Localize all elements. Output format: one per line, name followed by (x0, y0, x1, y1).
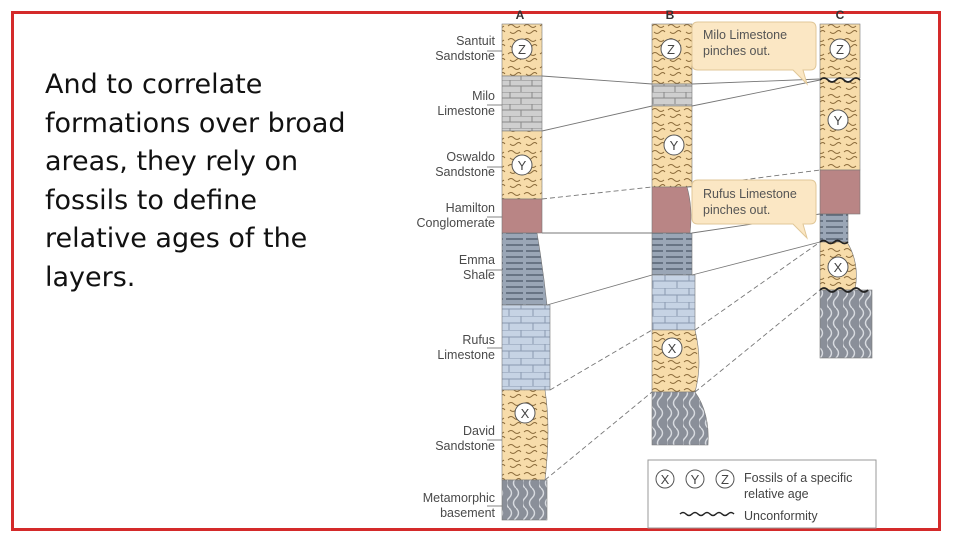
layer-label-oswaldo-line1: Oswaldo (446, 150, 495, 164)
layer-label-emma-line2: Shale (463, 268, 495, 282)
column-c (819, 23, 873, 359)
correlation-line (549, 329, 653, 391)
fossil-marker-y (827, 109, 849, 131)
column-b-metamorphic-basement (651, 391, 709, 446)
column-b-rufus-limestone (651, 274, 696, 331)
fossil-marker-y-label: Y (518, 158, 527, 173)
fossil-marker-z-label: Z (667, 42, 675, 57)
column-c-hamilton-conglomerate (819, 169, 861, 215)
callout-milo-box (691, 21, 817, 86)
layer-label-emma-line1: Emma (459, 253, 495, 267)
legend-fossil-x-label: X (661, 472, 670, 487)
layer-label-santuit-line2: Sandstone (435, 49, 495, 63)
column-a-emma-shale (501, 232, 548, 306)
fossil-marker-x-label: X (521, 406, 530, 421)
legend-fossil-y (685, 469, 705, 489)
column-c-title: C (836, 8, 845, 22)
stratigraphic-correlation-diagram: A B C (416, 8, 877, 529)
column-a (501, 23, 551, 521)
layer-label-oswaldo-line2: Sandstone (435, 165, 495, 179)
correlation-line (546, 274, 653, 306)
layer-label-basement-line2: basement (440, 506, 495, 520)
column-c-unconformity-lower (819, 287, 869, 293)
fossil-marker-x (661, 337, 683, 359)
column-a-metamorphic-basement (501, 479, 548, 521)
legend-unconformity-label: Unconformity (744, 509, 818, 523)
layer-label-david-line1: David (463, 424, 495, 438)
fossil-marker-z (660, 38, 682, 60)
layer-label-hamilton-line1: Hamilton (446, 201, 495, 215)
column-b-milo-limestone (651, 83, 693, 107)
layer-label-santuit-line1: Santuit (456, 34, 495, 48)
fossil-marker-z (829, 38, 851, 60)
fossil-marker-y-label: Y (670, 138, 679, 153)
callout-rufus-box (691, 179, 817, 240)
fossil-marker-x-label: X (668, 341, 677, 356)
legend-fossils-line1: Fossils of a specific (744, 471, 852, 485)
slide-body-text: And to correlate formations over broad a… (45, 69, 346, 293)
slide-frame (11, 11, 941, 531)
fossil-marker-z (511, 38, 533, 60)
legend-fossil-z-label: Z (721, 472, 729, 487)
column-c-unconformity-middle (819, 239, 849, 245)
layer-label-rufus-line1: Rufus (462, 333, 495, 347)
correlation-line (694, 289, 821, 393)
correlation-line (691, 241, 821, 276)
legend-box (647, 459, 877, 529)
layer-label-milo-line2: Limestone (437, 104, 495, 118)
fossil-marker-y (511, 154, 533, 176)
column-b-emma-shale (651, 232, 693, 276)
correlation-line (694, 241, 821, 331)
fossil-marker-x-label: X (834, 260, 843, 275)
layer-label-milo-line1: Milo (472, 89, 495, 103)
fossil-marker-x (827, 256, 849, 278)
callout-rufus-pinch-out: Rufus Limestone pinches out. (691, 179, 817, 240)
layer-label-rufus-line2: Limestone (437, 348, 495, 362)
column-a-milo-limestone (501, 75, 543, 132)
correlation-line (691, 78, 821, 85)
correlation-lines (487, 50, 821, 507)
column-a-title: A (516, 8, 525, 22)
column-b-title: B (666, 8, 675, 22)
legend: X Y Z Fossils of a specific relative age… (647, 459, 877, 529)
callout-rufus-line1: Rufus Limestone (703, 187, 797, 201)
layer-labels: Santuit Sandstone Milo Limestone Oswaldo… (416, 34, 495, 520)
fossil-marker-z-label: Z (518, 42, 526, 57)
layer-label-basement-line1: Metamorphic (423, 491, 495, 505)
fossil-marker-y-label: Y (834, 113, 843, 128)
fossil-marker-z-label: Z (836, 42, 844, 57)
column-a-rufus-limestone (501, 304, 551, 391)
column-b (651, 23, 709, 446)
legend-fossil-y-label: Y (691, 472, 700, 487)
callout-milo-line2: pinches out. (703, 44, 770, 58)
correlation-line (541, 105, 653, 132)
column-b-hamilton-conglomerate (651, 186, 692, 234)
legend-fossils-line2: relative age (744, 487, 809, 501)
legend-unconformity-symbol (679, 511, 735, 517)
legend-fossil-x (655, 469, 675, 489)
layer-label-david-line2: Sandstone (435, 439, 495, 453)
correlation-line (541, 186, 653, 200)
correlation-line (544, 391, 653, 481)
callout-milo-pinch-out: Milo Limestone pinches out. (691, 21, 817, 86)
fossil-marker-x (514, 402, 536, 424)
fossil-marker-y (663, 134, 685, 156)
column-a-hamilton-conglomerate (501, 198, 543, 234)
correlation-line (691, 79, 821, 107)
fossil-markers: Z Y X Z Y X Z Y X (511, 38, 851, 424)
callout-milo-line1: Milo Limestone (703, 28, 787, 42)
column-c-unconformity-upper (819, 77, 861, 83)
correlation-line (541, 75, 653, 85)
legend-fossil-z (715, 469, 735, 489)
column-c-metamorphic-basement (819, 289, 873, 359)
layer-label-hamilton-line2: Conglomerate (416, 216, 495, 230)
correlation-line (686, 169, 821, 188)
column-c-emma-shale (819, 213, 849, 243)
callout-rufus-line2: pinches out. (703, 203, 770, 217)
